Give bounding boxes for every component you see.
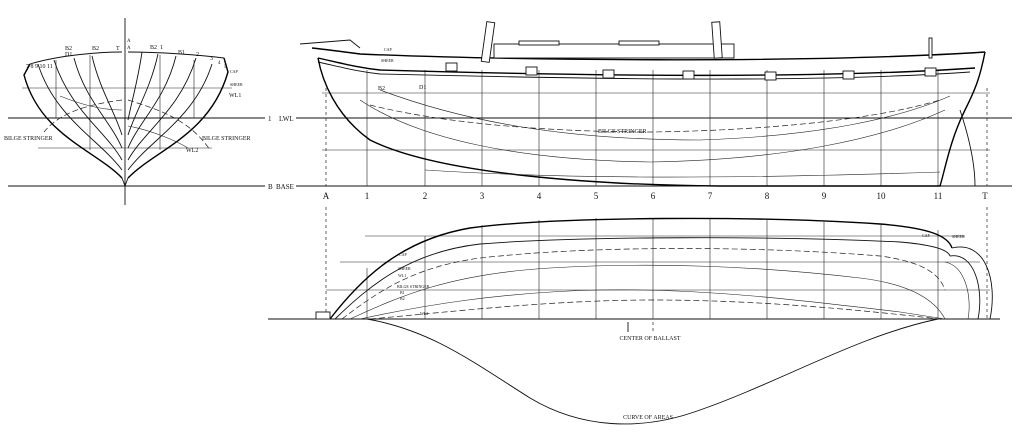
station-label-t: T <box>982 191 988 201</box>
sheer-plan: CAP SHEER B2 D1 BILGE STRINGER A 1 2 3 4… <box>296 21 1012 201</box>
station-label-3: 3 <box>480 191 485 201</box>
curve-of-areas-label: CURVE OF AREAS <box>623 415 673 421</box>
station-label-7: 7 <box>708 191 713 201</box>
body-base-letter: B <box>268 183 273 191</box>
station-label-2: 2 <box>423 191 428 201</box>
hb-wl1-label: WL1 <box>398 273 406 278</box>
body-top-5: 5 <box>224 65 227 70</box>
station-label-6: 6 <box>651 191 656 201</box>
skylight-forward <box>518 40 560 46</box>
sternpost-fitting <box>928 37 933 59</box>
half-breadth-station-lines <box>325 207 988 319</box>
body-label-7-11: 7 8 9 10 11 <box>26 64 53 70</box>
station-label-1: 1 <box>365 191 370 201</box>
body-base-label: BASE <box>276 183 294 191</box>
station-label-8: 8 <box>765 191 770 201</box>
body-top-1: 1 <box>160 45 163 51</box>
body-sheer-label: SHEER <box>230 82 243 87</box>
body-top-b2-b: B2 <box>92 46 99 52</box>
curve-of-areas <box>366 318 939 425</box>
profile-bilge-stringer: BILGE STRINGER <box>598 129 647 135</box>
station-label-4: 4 <box>537 191 542 201</box>
hb-cap-label: CAP <box>399 252 408 257</box>
hb-sheer-aft-label: SHEER <box>952 234 965 239</box>
hb-sheer-label: SHEER <box>398 266 411 271</box>
profile-d1-label: D1 <box>419 85 426 91</box>
profile-b2-label: B2 <box>378 86 385 92</box>
mast-forward <box>480 21 496 63</box>
body-top-b2-a: B2 <box>65 46 72 52</box>
body-top-a-2: A <box>127 46 131 51</box>
station-label-11: 11 <box>934 191 943 201</box>
body-top-2: 2 <box>196 52 199 58</box>
hb-cap-aft-label: CAP <box>922 233 931 238</box>
profile-station-lines <box>325 70 988 186</box>
body-top-d1: D1 <box>65 52 72 58</box>
body-top-3: 3 <box>210 56 213 62</box>
hb-wl2-label: WL2 <box>420 311 428 316</box>
body-cap-label: CAP <box>230 69 239 74</box>
station-label-9: 9 <box>822 191 827 201</box>
station-label-10: 10 <box>877 191 887 201</box>
body-top-b1: B1 <box>178 50 185 56</box>
body-lwl-label: LWL <box>279 115 294 123</box>
mast-aft <box>711 21 723 59</box>
body-plan: 1 LWL B BASE 7 <box>4 18 294 205</box>
body-bilge-stringer-left: BILGE STRINGER <box>4 136 53 142</box>
profile-sheer-label: SHEER <box>381 58 394 63</box>
profile-station-labels: A 1 2 3 4 5 6 7 8 9 10 11 T <box>323 191 989 201</box>
skylight-aft <box>618 40 660 46</box>
profile-cap-label: CAP <box>384 47 393 52</box>
hb-b2-label: B2 <box>400 296 405 301</box>
hb-b1-label: B1 <box>400 290 405 295</box>
station-label-a: A <box>323 191 330 201</box>
center-of-ballast-label: CENTER OF BALLAST <box>619 336 680 342</box>
body-top-t: T <box>116 46 120 52</box>
hb-bilge-stringer-label: BILGE STRINGER <box>397 284 430 289</box>
body-wl1-label: WL1 <box>229 93 241 99</box>
body-lwl-number: 1 <box>268 115 272 123</box>
half-breadth-plan: CAP SHEER WL1 BILGE STRINGER B1 B2 WL2 C… <box>268 207 1000 425</box>
body-bilge-stringer-right: BILGE STRINGER <box>202 136 251 142</box>
body-top-b2-c: B2 <box>150 45 157 51</box>
station-label-5: 5 <box>594 191 599 201</box>
body-top-4: 4 <box>218 61 221 66</box>
body-wl2-label: WL2 <box>186 148 198 154</box>
deckhouse <box>493 43 735 59</box>
body-top-a-1: A <box>127 39 131 44</box>
